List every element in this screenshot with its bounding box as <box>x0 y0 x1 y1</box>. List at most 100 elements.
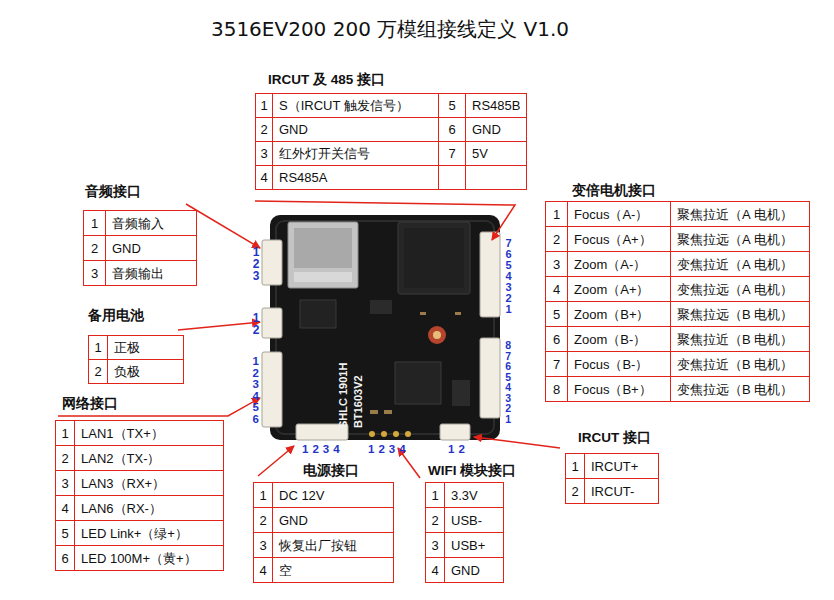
cell-text: 4 <box>259 563 266 578</box>
pin-table: 1 音频输入 2GND 3 音频输出 <box>83 210 197 286</box>
table-heading: 变倍电机接口 <box>572 182 656 199</box>
cell-text: 1 <box>571 459 578 474</box>
cell-text: 1 <box>553 207 560 222</box>
cell-text: 2 <box>259 513 266 528</box>
cell-text: 红外灯开关信号 <box>279 146 370 161</box>
cell-text: 7 <box>448 146 455 161</box>
table-cell: Focus（A-） <box>568 202 671 227</box>
cell-text: 3 <box>61 476 68 491</box>
pin-number: 12 <box>448 443 469 456</box>
table-cell: GND <box>466 118 527 142</box>
cell-text: USB- <box>451 513 482 528</box>
table-cell: LAN1（TX+） <box>75 421 224 446</box>
table-cell: 聚焦拉远（B 电机） <box>671 302 810 327</box>
pin-table: 1Focus（A-）聚焦拉近（A 电机）2Focus（A+）聚焦拉远（A 电机）… <box>545 201 810 402</box>
cell-text: 2 <box>260 122 267 137</box>
pin-table: 1S（IRCUT 触发信号）5RS485B2GND6GND3红外灯开关信号75V… <box>255 93 527 190</box>
pinout-table: 电源接口1DC 12V2GND3恢复出厂按钮4空 <box>253 461 394 583</box>
table-cell: Zoom（A+） <box>568 277 671 302</box>
cell-text: 聚焦拉近（A 电机） <box>677 207 793 222</box>
table-cell: GND <box>273 508 394 533</box>
cell-text: Focus（A+） <box>574 232 652 247</box>
cell-text: 3 <box>259 538 266 553</box>
cell-text: 2 <box>61 451 68 466</box>
table-cell: 音频输出 <box>106 261 197 286</box>
table-cell: 2 <box>56 446 75 471</box>
table-heading: 网络接口 <box>62 395 118 412</box>
table-cell: 恢复出厂按钮 <box>273 533 394 558</box>
pinout-table: 变倍电机接口1Focus（A-）聚焦拉近（A 电机）2Focus（A+）聚焦拉远… <box>545 181 810 402</box>
table-cell: 3 <box>546 252 568 277</box>
pin-table: 1DC 12V2GND3恢复出厂按钮4空 <box>253 482 394 583</box>
table-heading: IRCUT 接口 <box>578 429 651 446</box>
table-cell: 1 <box>56 421 75 446</box>
cell-text: 4 <box>61 501 68 516</box>
cell-text: 6 <box>61 551 68 566</box>
pin-number: 1234 <box>368 443 410 456</box>
cell-text: 1 <box>94 340 101 355</box>
table-cell: Zoom（A-） <box>568 252 671 277</box>
table-cell: 8 <box>546 377 568 402</box>
table-cell: 1 <box>89 336 108 360</box>
table-cell: 音频输入 <box>106 211 197 236</box>
cell-text: GND <box>279 513 308 528</box>
cell-text: Zoom（A-） <box>574 257 646 272</box>
cell-text: 音频输入 <box>112 216 164 231</box>
cell-text: 6 <box>553 332 560 347</box>
cell-text: 5V <box>472 146 488 161</box>
pinout-table: 备用电池1正极2负极 <box>88 306 184 384</box>
cell-text: 3 <box>553 257 560 272</box>
sd-slot <box>288 222 358 288</box>
table-cell: Zoom（B+） <box>568 302 671 327</box>
cell-text: IRCUT- <box>591 484 634 499</box>
cell-text: 1 <box>259 488 266 503</box>
table-cell: RS485A <box>273 166 439 190</box>
cell-text: Focus（B+） <box>574 382 652 397</box>
table-cell: 5V <box>466 142 527 166</box>
table-cell: IRCUT+ <box>585 454 659 479</box>
cell-text: 变焦拉近（B 电机） <box>677 357 793 372</box>
table-cell: 3 <box>426 533 445 558</box>
cell-text: 空 <box>279 563 292 578</box>
cell-text: 3 <box>91 266 98 281</box>
table-heading: IRCUT 及 485 接口 <box>268 71 385 88</box>
table-cell: 变焦拉近（A 电机） <box>671 252 810 277</box>
pinout-table: IRCUT 接口1 IRCUT+2 IRCUT- <box>565 428 659 504</box>
pinout-table: 音频接口1音频输入2GND3音频输出 <box>83 182 197 286</box>
cell-text: Zoom（A+） <box>574 282 650 297</box>
table-cell: 聚焦拉远（A 电机） <box>671 227 810 252</box>
cell-text: 1 <box>431 488 438 503</box>
cell-text: Zoom（B-） <box>574 332 646 347</box>
table-cell: 2 <box>566 479 585 504</box>
cell-text: 4 <box>553 282 560 297</box>
pin-number: 123456 <box>250 356 262 425</box>
table-cell: 3 <box>84 261 106 286</box>
table-cell: 负极 <box>108 360 184 384</box>
board-marking: BT1603V2 <box>352 375 365 428</box>
pin-table: 1LAN1（TX+）2LAN2（TX-）3LAN3（RX+）4LAN6（RX-）… <box>55 420 224 571</box>
wifi-pads <box>369 431 411 437</box>
cell-text: LAN2（TX-） <box>81 451 160 466</box>
cell-text: USB+ <box>451 538 485 553</box>
table-cell: LED Link+（绿+） <box>75 521 224 546</box>
table-cell: 2 <box>84 236 106 261</box>
soc-chip <box>398 222 470 294</box>
cell-text: LAN1（TX+） <box>81 426 164 441</box>
table-cell: GND <box>106 236 197 261</box>
pin-table: 1 IRCUT+2 IRCUT- <box>565 453 659 504</box>
table-cell: 2 <box>426 508 445 533</box>
table-cell: Focus（B-） <box>568 352 671 377</box>
cell-text: 恢复出厂按钮 <box>279 538 357 553</box>
cell-text: 5 <box>61 526 68 541</box>
table-cell <box>439 166 466 190</box>
cell-text: 3 <box>431 538 438 553</box>
table-cell: 6 <box>56 546 75 571</box>
table-cell: 2 <box>256 118 273 142</box>
table-cell: 5 <box>56 521 75 546</box>
table-cell: 7 <box>546 352 568 377</box>
table-cell: 1 <box>84 211 106 236</box>
cell-text: 聚焦拉远（B 电机） <box>677 307 793 322</box>
cell-text: 变焦拉远（A 电机） <box>677 282 793 297</box>
pin-number: 123 <box>250 246 262 282</box>
table-heading: 备用电池 <box>88 307 144 324</box>
